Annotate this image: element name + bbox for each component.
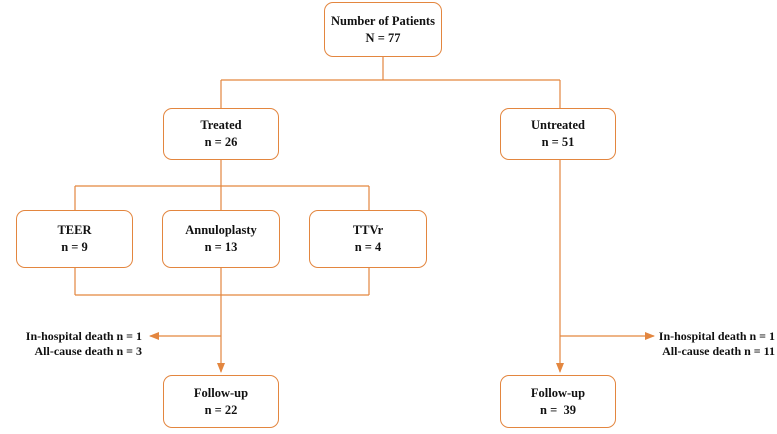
node-annuloplasty-title: Annuloplasty — [185, 223, 257, 237]
node-followup-untreated-title: Follow-up — [530, 385, 586, 400]
node-untreated-title: Untreated — [531, 118, 585, 132]
node-total-title: Number of Patients — [331, 13, 435, 28]
outcome-treated-in-hospital: In-hospital death n = 1 — [25, 329, 142, 343]
outcome-treated-all-cause: All-cause death n = 3 — [34, 344, 142, 358]
node-teer: TEER n = 9 — [16, 210, 133, 268]
node-teer-count: n = 9 — [61, 240, 88, 254]
node-total-count: N = 77 — [365, 30, 401, 45]
node-ttvr-count: n = 4 — [354, 240, 382, 254]
node-total-patients: Number of Patients N = 77 — [324, 2, 442, 57]
outcome-untreated-in-hospital: In-hospital death n = 1 — [658, 329, 775, 343]
node-treated-count: n = 26 — [204, 135, 238, 149]
node-ttvr: TTVr n = 4 — [309, 210, 427, 268]
node-ttvr-title: TTVr — [352, 223, 384, 237]
node-treated: Treated n = 26 — [163, 108, 279, 160]
outcome-untreated-all-cause: All-cause death n = 11 — [662, 344, 775, 358]
node-followup-treated-count: n = 22 — [204, 402, 238, 417]
node-followup-untreated-count: n = 39 — [540, 402, 576, 417]
node-untreated-count: n = 51 — [541, 135, 575, 149]
node-annuloplasty-count: n = 13 — [204, 240, 238, 254]
node-followup-untreated: Follow-up n = 39 — [500, 375, 616, 428]
node-teer-title: TEER — [57, 223, 92, 237]
outcome-treated: In-hospital death n = 1 All-cause death … — [2, 329, 142, 359]
node-followup-treated-title: Follow-up — [193, 385, 249, 400]
node-treated-title: Treated — [200, 118, 242, 132]
node-untreated: Untreated n = 51 — [500, 108, 616, 160]
outcome-untreated: In-hospital death n = 1 All-cause death … — [633, 329, 775, 359]
node-annuloplasty: Annuloplasty n = 13 — [162, 210, 280, 268]
node-followup-treated: Follow-up n = 22 — [163, 375, 279, 428]
